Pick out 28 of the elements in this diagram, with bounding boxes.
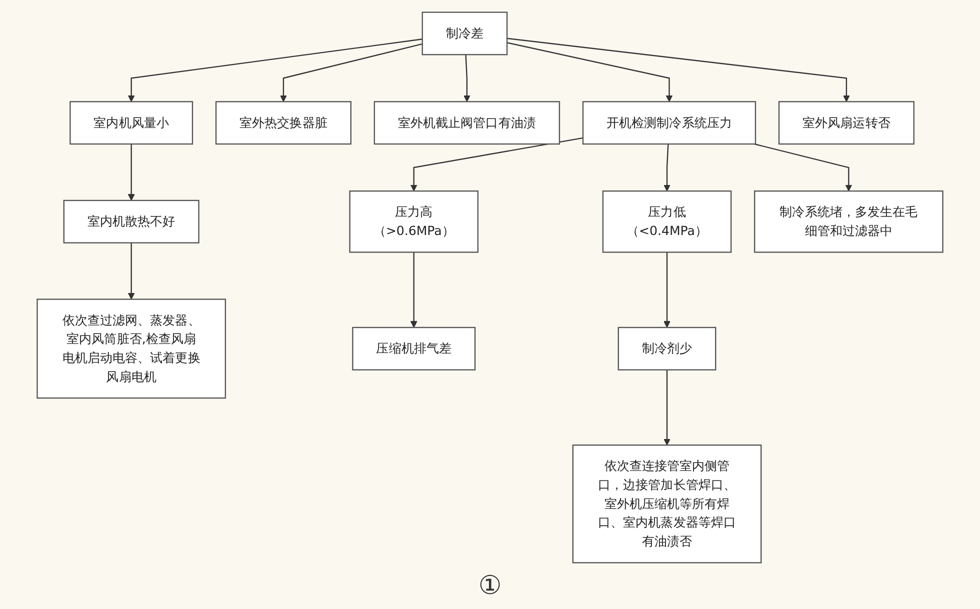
node-box: 压力低 （<0.4MPa）	[602, 190, 732, 253]
node-box: 开机检测制冷系统压力	[582, 101, 756, 145]
node-box: 制冷系统堵，多发生在毛细管和过滤器中	[754, 190, 944, 253]
node-box: 室外热交换器脏	[215, 101, 352, 145]
node-box: 依次查连接管室内侧管口，边接管加长管焊口、室外机压缩机等所有焊口、室内机蒸发器等焊口有油渍否	[572, 444, 762, 564]
arrow	[754, 143, 852, 192]
node-box: 室外机截止阀管口有油渍	[374, 101, 560, 145]
node-box: 制冷差	[422, 12, 508, 56]
arrow	[128, 144, 135, 201]
arrow	[410, 252, 418, 328]
node-box: 室外风扇运转否	[778, 101, 914, 145]
node-box: 压缩机排气差	[352, 326, 476, 370]
arrow	[506, 38, 850, 102]
node-box: 室内机风量小	[70, 101, 194, 145]
arrow	[128, 242, 135, 300]
node-box: 依次查过滤网、蒸发器、室内风筒脏否,检查风扇电机启动电容、试着更换风扇电机	[36, 298, 226, 399]
arrow	[664, 252, 670, 328]
node-box: 室内机散热不好	[63, 200, 200, 244]
arrow	[506, 42, 673, 102]
arrow	[664, 370, 670, 446]
node-box: 压力高 （>0.6MPa）	[349, 190, 478, 253]
arrow	[128, 38, 422, 102]
arrow	[664, 144, 670, 192]
figure-number: ①	[478, 571, 502, 601]
arrow	[280, 43, 422, 102]
node-box: 制冷剂少	[618, 326, 716, 370]
arrow	[410, 137, 584, 192]
arrow	[463, 54, 470, 102]
